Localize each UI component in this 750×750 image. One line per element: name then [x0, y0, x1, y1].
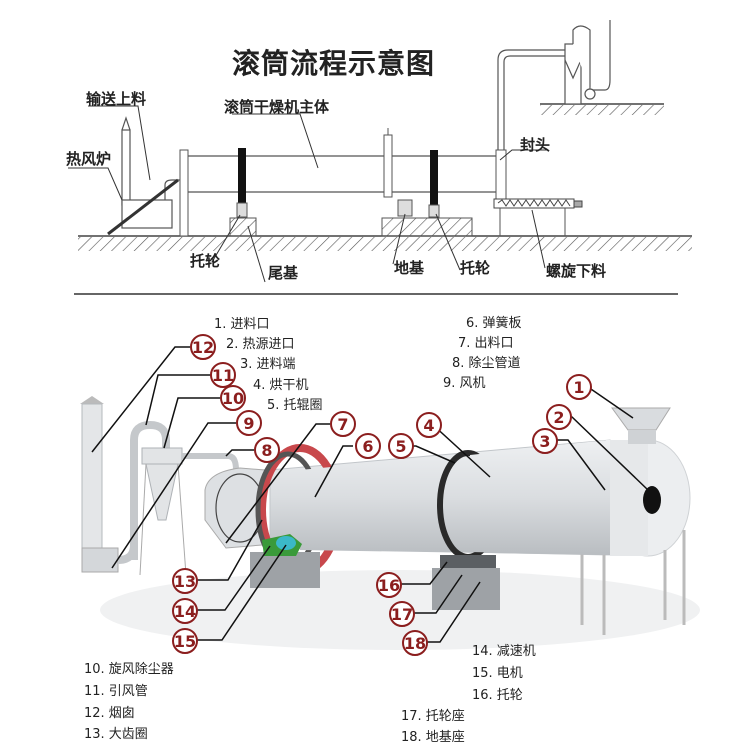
label-roller-right: 托轮 — [460, 259, 491, 277]
tire-ring-left — [238, 148, 246, 203]
legend-item: 18. 地基座 — [401, 730, 465, 745]
feed-hopper — [611, 407, 671, 431]
label-roller-left: 托轮 — [190, 252, 221, 270]
callout-badge: 9 — [236, 410, 262, 436]
chimney-3d — [80, 396, 119, 573]
label-foundation: 地基 — [394, 259, 425, 277]
legend-item: 10. 旋风除尘器 — [84, 662, 174, 677]
feed-end-frame — [179, 149, 189, 237]
legend-item: 11. 引风管 — [84, 684, 148, 699]
callout-badge: 4 — [416, 412, 442, 438]
legend-item: 6. 弹簧板 — [466, 316, 522, 331]
chimney — [121, 116, 131, 206]
callout-badge: 12 — [190, 334, 216, 360]
legend-item: 14. 减速机 — [472, 644, 536, 659]
legend-item: 4. 烘干机 — [253, 378, 309, 393]
label-hot-air-furnace: 热风炉 — [66, 150, 112, 168]
callout-badge: 2 — [546, 404, 572, 430]
motor — [276, 536, 296, 550]
top-leader-lines — [68, 105, 548, 283]
roller-seat — [440, 555, 496, 568]
dust-pipe — [497, 49, 565, 150]
main-base — [381, 217, 473, 237]
tail-base — [229, 217, 257, 237]
upper-ground — [540, 103, 664, 115]
legend-item: 1. 进料口 — [214, 317, 270, 332]
end-cap — [495, 149, 507, 201]
label-tail-base: 尾基 — [268, 264, 299, 282]
callout-badge: 17 — [389, 601, 415, 627]
motor-box — [397, 199, 413, 217]
heat-inlet — [643, 486, 661, 514]
callout-badge: 5 — [388, 433, 414, 459]
hot-air-furnace — [121, 179, 180, 229]
legend-item: 9. 风机 — [443, 376, 486, 391]
label-conveyor-feed: 输送上料 — [86, 90, 147, 108]
label-dryer-body: 滚筒干燥机主体 — [224, 98, 330, 116]
legend-item: 2. 热源进口 — [226, 337, 295, 352]
legend-item: 7. 出料口 — [458, 336, 514, 351]
conveyor — [107, 178, 179, 236]
callout-badge: 6 — [355, 433, 381, 459]
drum-body — [188, 155, 500, 193]
legend-item: 5. 托辊圈 — [267, 398, 323, 413]
gear-ring — [383, 128, 393, 198]
callout-badge: 16 — [376, 572, 402, 598]
callout-badge: 14 — [172, 598, 198, 624]
label-screw-discharge: 螺旋下料 — [546, 262, 607, 280]
legend-item: 8. 除尘管道 — [452, 356, 521, 371]
legend-item: 13. 大齿圈 — [84, 727, 148, 742]
callout-badge: 1 — [566, 374, 592, 400]
legend-item: 3. 进料端 — [240, 357, 296, 372]
legend-item: 15. 电机 — [472, 666, 523, 681]
screw-conveyor — [493, 198, 583, 236]
legend-item: 12. 烟囱 — [84, 706, 135, 721]
callout-badge: 15 — [172, 628, 198, 654]
callout-badge: 7 — [330, 411, 356, 437]
callout-badge: 3 — [532, 428, 558, 454]
ground-line — [78, 235, 692, 251]
callout-badge: 10 — [220, 385, 246, 411]
roller-support — [236, 202, 440, 218]
callout-badge: 8 — [254, 437, 280, 463]
tire-ring-right — [430, 150, 438, 205]
legend-item: 16. 托轮 — [472, 688, 523, 703]
label-end-cap: 封头 — [520, 136, 551, 154]
page-title: 滚筒流程示意图 — [232, 47, 436, 80]
legend-item: 17. 托轮座 — [401, 709, 465, 724]
callout-badge: 13 — [172, 568, 198, 594]
cyclone — [564, 20, 611, 105]
callout-badge: 18 — [402, 630, 428, 656]
callout-badge: 11 — [210, 362, 236, 388]
